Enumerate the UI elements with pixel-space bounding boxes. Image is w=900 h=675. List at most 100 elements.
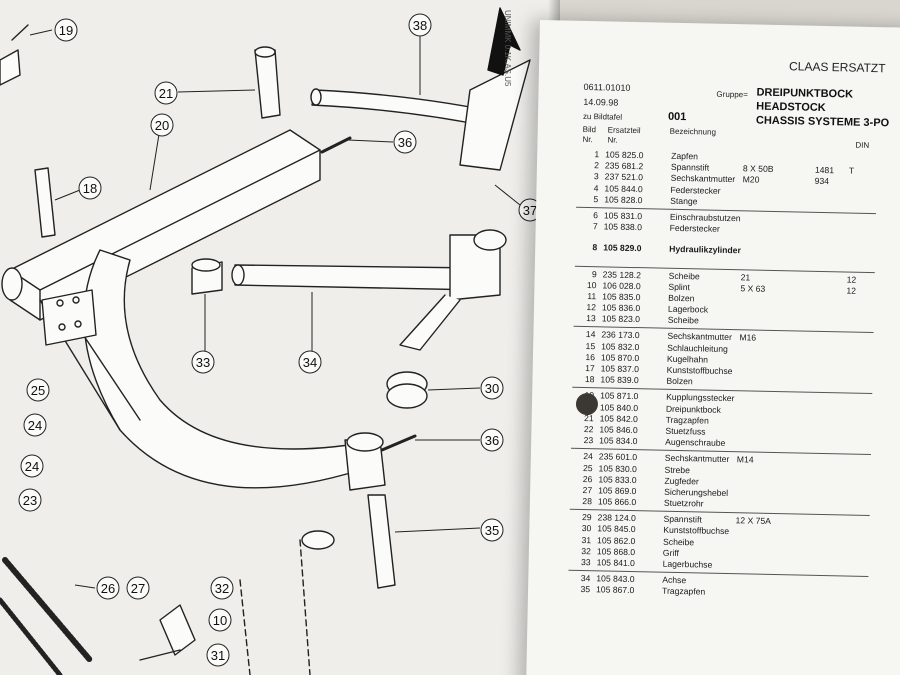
svg-text:38: 38: [413, 18, 427, 33]
part-description: Scheibe: [667, 314, 699, 326]
part-description: Kugelhahn: [666, 353, 709, 365]
callout-38: 38: [408, 13, 432, 37]
part-description: Federstecker: [669, 222, 720, 234]
row-number: 6: [593, 210, 599, 221]
frame-beam: [9, 129, 321, 321]
part-number: 238 124.0: [597, 512, 636, 524]
part-number: 236 173.0: [601, 329, 640, 341]
svg-text:24: 24: [28, 418, 42, 433]
part-number: 106 028.0: [602, 280, 641, 291]
svg-text:20: 20: [155, 118, 169, 133]
part-number: 105 830.0: [598, 462, 637, 474]
row-number: 15: [585, 340, 596, 351]
callout-30: 30: [480, 376, 504, 400]
part-number: 105 836.0: [601, 302, 641, 314]
callout-32: 32: [210, 576, 234, 600]
callout-20: 20: [150, 113, 174, 137]
row-number: 18: [584, 374, 595, 385]
part-number: 105 842.0: [599, 413, 639, 424]
parts-diagram: 19 21 20 38 36 18 37 33 34 30 25 24 24 2…: [0, 7, 542, 675]
row-number: 2: [594, 160, 600, 171]
part-description: Sechskantmutter: [670, 173, 736, 185]
part-description: Einschraubstutzen: [669, 211, 741, 224]
callout-33: 33: [191, 350, 215, 374]
direction-arrow: [487, 7, 521, 76]
row-number: 8: [592, 242, 598, 253]
extra-value: 12: [846, 273, 857, 285]
svg-text:25: 25: [31, 383, 45, 398]
row-number: 5: [593, 193, 599, 205]
part-description: Spannstift: [670, 161, 710, 173]
row-number: 9: [591, 268, 597, 279]
callout-21: 21: [154, 81, 178, 105]
svg-text:36: 36: [485, 433, 499, 448]
tragzapfen-post: [254, 49, 281, 119]
part-description: Kunststoffbuchse: [663, 525, 730, 537]
parts-list-page: CLAAS ERSATZT 0611.01010 14.09.98 Gruppe…: [525, 20, 900, 675]
part-description: Achse: [662, 574, 687, 586]
svg-text:36: 36: [398, 135, 412, 150]
part-number: 235 601.0: [598, 451, 638, 463]
svg-text:18: 18: [83, 181, 97, 196]
part-description: Strebe: [664, 464, 691, 475]
svg-text:31: 31: [211, 648, 225, 663]
row-number: 4: [593, 182, 599, 193]
column-header-ersatzteil: Ersatzteil Nr.: [607, 125, 641, 145]
part-spec: M14: [736, 454, 754, 465]
part-description: Federstecker: [670, 184, 721, 196]
part-number: 105 828.0: [604, 194, 643, 205]
callout-26: 26: [96, 576, 120, 600]
part-number: 105 834.0: [599, 435, 638, 447]
svg-text:23: 23: [23, 493, 37, 508]
part-number: 105 833.0: [598, 474, 637, 485]
axle-34: [234, 264, 481, 291]
callout-25: 25: [26, 378, 50, 402]
callout-18: 18: [78, 176, 102, 200]
callout-36b: 36: [480, 428, 504, 452]
column-header-bezeichnung: Bezeichnung: [669, 126, 717, 137]
svg-text:37: 37: [523, 203, 537, 218]
row-number: 28: [582, 496, 593, 507]
part-description: Augenschraube: [665, 436, 726, 449]
row-number: 33: [580, 556, 591, 568]
part-number: 105 869.0: [598, 485, 637, 496]
callout-27: 27: [126, 576, 150, 600]
row-number: 34: [580, 573, 591, 584]
callout-36a: 36: [393, 130, 417, 154]
part-description: Tragzapfen: [665, 414, 709, 426]
part-number: 105 837.0: [600, 363, 640, 375]
part-description: Kupplungsstecker: [666, 392, 735, 404]
document-code: 0611.01010: [583, 81, 631, 93]
part-number: 237 521.0: [604, 171, 644, 183]
part-description: Splint: [668, 281, 691, 292]
part-spec: 8 X 50B: [742, 163, 774, 175]
part-description: Scheibe: [663, 536, 695, 547]
svg-text:34: 34: [303, 355, 317, 370]
part-description: Scheibe: [668, 270, 700, 281]
part-number: 105 866.0: [597, 496, 637, 508]
part-description: Zugfeder: [664, 475, 699, 487]
svg-text:32: 32: [215, 581, 229, 596]
part-spec: 5 X 63: [740, 282, 766, 294]
part-spec: M16: [739, 332, 757, 344]
part-description: Bolzen: [666, 375, 693, 387]
part-description: Stange: [670, 195, 698, 207]
callout-24a: 24: [23, 413, 47, 437]
row-number: 12: [586, 302, 597, 313]
svg-text:24: 24: [25, 459, 39, 474]
svg-text:19: 19: [59, 23, 73, 38]
part-number: 105 868.0: [596, 546, 636, 557]
part-number: 105 829.0: [603, 242, 642, 254]
row-number: 7: [592, 221, 598, 232]
row-number: 32: [581, 545, 591, 556]
row-number: 11: [587, 290, 597, 302]
part-number: 105 840.0: [599, 401, 639, 413]
part-number: 105 841.0: [596, 557, 635, 569]
part-spec: 12 X 75A: [735, 515, 772, 527]
part-number: 105 843.0: [596, 573, 635, 585]
row-number: 16: [585, 351, 596, 363]
part-number: 105 823.0: [601, 313, 641, 325]
din-value: 1481: [814, 164, 835, 176]
part-description: Lagerbuchse: [662, 558, 713, 570]
